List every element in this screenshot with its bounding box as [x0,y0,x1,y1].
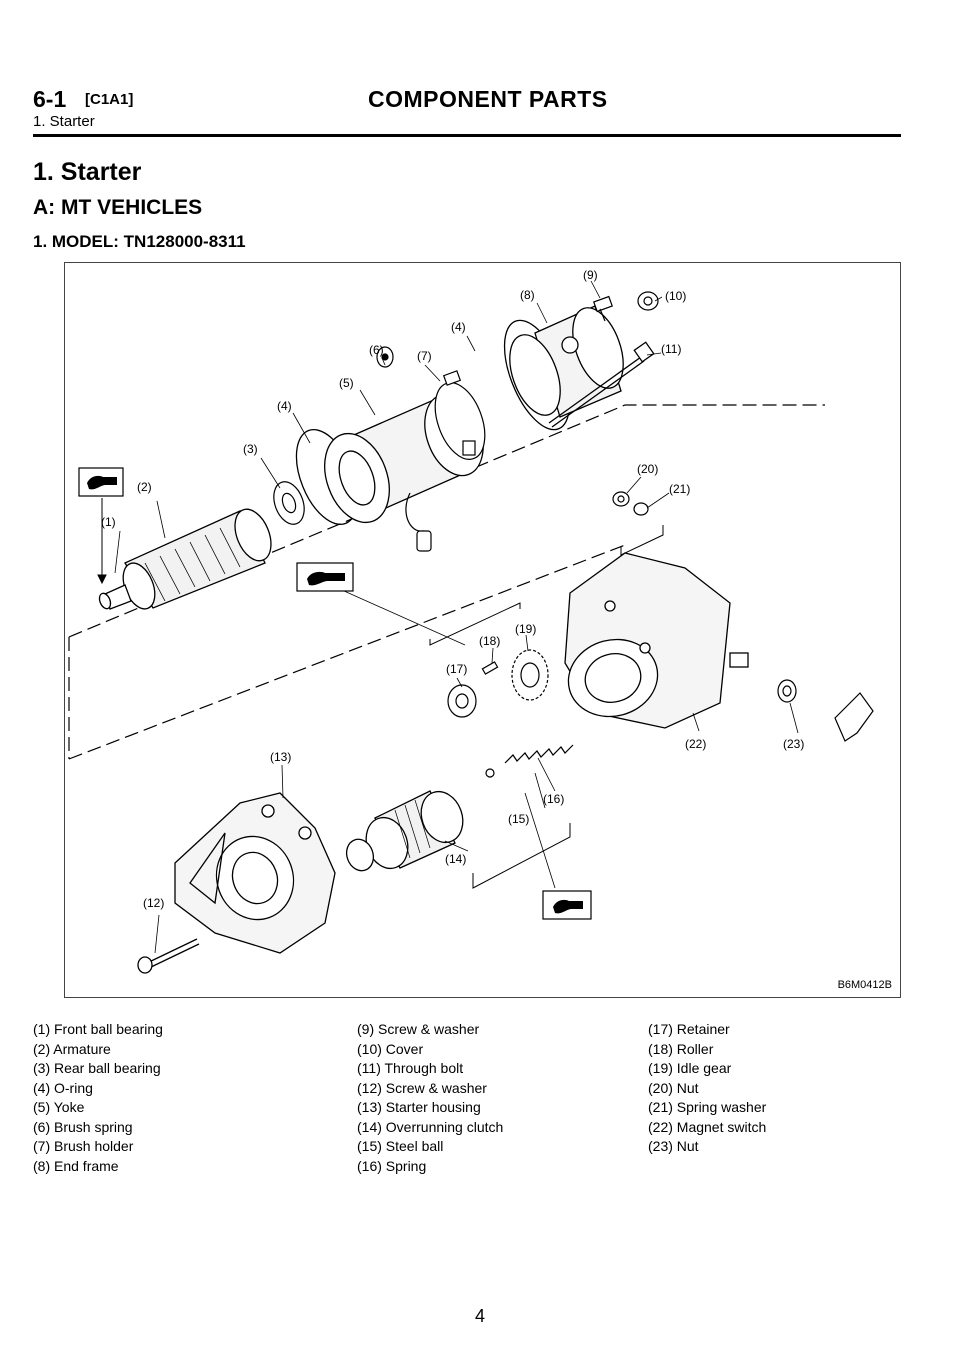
nut-23-part [777,679,797,703]
legend-column-3: (17) Retainer (18) Roller (19) Idle gear… [648,1020,766,1157]
legend-item: (6) Brush spring [33,1118,133,1135]
page-subheading: A: MT VEHICLES [33,196,203,219]
legend-item: (5) Yoke [33,1099,85,1115]
legend-item: (4) O-ring [33,1079,93,1096]
legend-item: (14) Overrunning clutch [357,1118,504,1135]
legend-column-1: (1) Front ball bearing (2) Armature (3) … [33,1020,163,1176]
screw-washer-9-part [593,295,613,322]
page-heading: 1. Starter [33,158,142,186]
callout-11: (11) [661,342,681,356]
legend-item: (3) Rear ball bearing [33,1060,161,1076]
roller-part [481,661,499,675]
retainer-part [447,684,477,718]
spring-part [504,744,574,764]
starter-exploded-drawing: (1) (2) (3) (4) (5) (6) (7) (4) (8) (9) … [68,268,874,974]
legend-item: (10) Cover [357,1040,424,1057]
callout-12: (12) [143,896,164,910]
legend-item: (9) Screw & washer [357,1021,480,1037]
legend-item: (13) Starter housing [357,1099,481,1115]
brush-holder-part [405,370,486,552]
spring-washer-21-part [633,502,649,516]
callout-4-lower: (4) [277,399,292,413]
nut-20-part [612,491,630,507]
callout-23: (23) [783,737,804,751]
callout-18: (18) [479,634,500,648]
header-subtitle: 1. Starter [33,113,95,130]
page-number: 4 [474,1306,485,1326]
legend-item: (8) End frame [33,1157,119,1174]
callout-21: (21) [669,482,690,496]
section-code: [C1A1] [85,91,134,108]
callout-20: (20) [637,462,658,476]
callout-2: (2) [137,480,152,494]
cover-part [637,291,659,311]
legend-item: (19) Idle gear [648,1060,732,1076]
terminal-cap-part [834,692,874,742]
exploded-view-diagram: (1) (2) (3) (4) (5) (6) (7) (4) (8) (9) … [64,262,901,998]
callout-4-upper: (4) [451,320,466,334]
callout-19: (19) [515,622,536,636]
header-rule [33,134,901,137]
callout-8: (8) [520,288,535,302]
callout-3: (3) [243,442,258,456]
idle-gear-part [511,649,549,701]
callout-14: (14) [445,852,466,866]
magnet-switch-part [564,552,749,729]
grease-icon-3 [542,890,592,920]
model-heading: 1. MODEL: TN128000-8311 [33,232,246,251]
legend-item: (23) Nut [648,1138,699,1154]
callout-6: (6) [369,343,384,357]
legend-item: (16) Spring [357,1157,427,1174]
callout-15: (15) [508,812,529,826]
legend-column-2: (9) Screw & washer (10) Cover (11) Throu… [357,1020,503,1176]
overrunning-clutch-part [345,790,464,872]
header-title: COMPONENT PARTS [368,86,608,112]
legend-item: (11) Through bolt [357,1060,464,1076]
steel-ball-part [485,768,495,778]
bracket-20-21 [620,525,664,556]
figure-code: B6M0412B [837,979,892,991]
legend-item: (12) Screw & washer [357,1079,487,1096]
callout-1: (1) [101,515,116,529]
through-bolt-part [548,341,655,428]
arrow-front-bearing [97,498,107,585]
legend-item: (7) Brush holder [33,1138,134,1154]
callout-10: (10) [665,289,686,303]
leader-lines [114,280,799,954]
callout-labels: (1) (2) (3) (4) (5) (6) (7) (4) (8) (9) … [101,268,804,910]
legend-item: (18) Roller [648,1040,714,1057]
armature-part [98,508,272,610]
legend-item: (15) Steel ball [357,1138,444,1154]
callout-7: (7) [417,349,432,363]
callout-13: (13) [270,750,291,764]
starter-housing-part [174,792,336,954]
callout-22: (22) [685,737,706,751]
rear-bearing-part [273,481,305,525]
callout-17: (17) [446,662,467,676]
legend-item: (22) Magnet switch [648,1118,767,1135]
bracket-14-16 [472,823,571,889]
callout-5: (5) [339,376,354,390]
bracket-17-19 [429,602,521,646]
screw-washer-12-part [137,938,200,974]
callout-16: (16) [543,792,564,806]
legend-item: (17) Retainer [648,1021,730,1037]
end-frame-part [509,305,624,418]
grease-icon-1 [78,467,124,497]
legend-item: (1) Front ball bearing [33,1021,163,1037]
callout-9: (9) [583,268,598,282]
section-number: 6-1 [33,86,67,112]
legend-item: (2) Armature [33,1040,111,1057]
grease-icon-2 [296,562,354,592]
legend-item: (20) Nut [648,1079,699,1096]
brush-spring-part [376,346,394,368]
legend-item: (21) Spring washer [648,1099,767,1115]
